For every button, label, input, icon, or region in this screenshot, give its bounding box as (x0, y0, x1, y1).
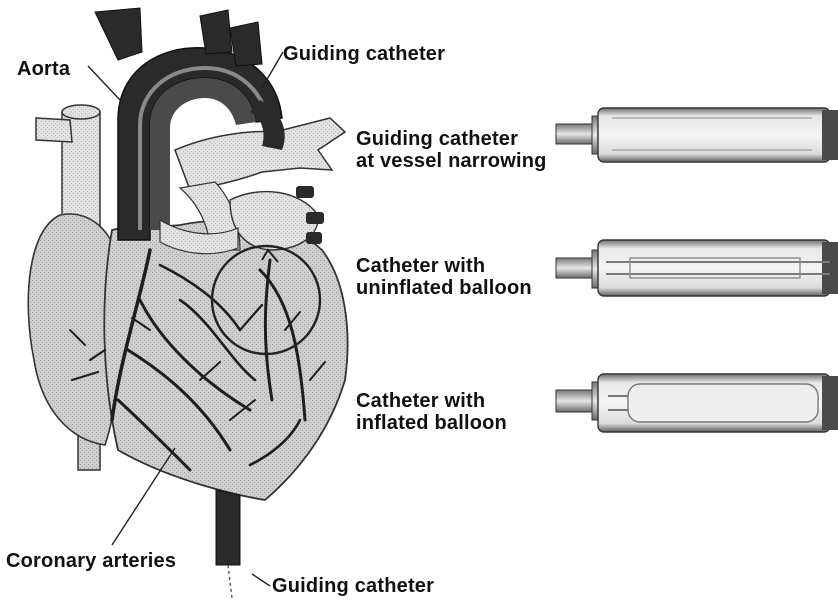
stage-3-line-1: Catheter with (356, 390, 507, 412)
stage-1-line-1: Guiding catheter (356, 128, 547, 150)
catheter-stage-3-image (556, 374, 838, 432)
femoral-catheter (216, 490, 240, 565)
catheter-stage-2-image (556, 240, 838, 296)
heart (28, 8, 347, 598)
aorta-label: Aorta (17, 58, 70, 80)
stage-3-caption: Catheter with inflated balloon (356, 390, 507, 434)
stage-1-line-2: at vessel narrowing (356, 150, 547, 172)
coronary-arteries-label: Coronary arteries (6, 550, 176, 572)
stage-2-line-2: uninflated balloon (356, 277, 532, 299)
stage-1-caption: Guiding catheter at vessel narrowing (356, 128, 547, 172)
catheter-stage-1-image (556, 108, 838, 162)
stage-2-caption: Catheter with uninflated balloon (356, 255, 532, 299)
guiding-catheter-bottom-label: Guiding catheter (272, 575, 434, 597)
stage-2-line-1: Catheter with (356, 255, 532, 277)
stage-3-line-2: inflated balloon (356, 412, 507, 434)
guiding-catheter-top-label: Guiding catheter (283, 43, 445, 65)
